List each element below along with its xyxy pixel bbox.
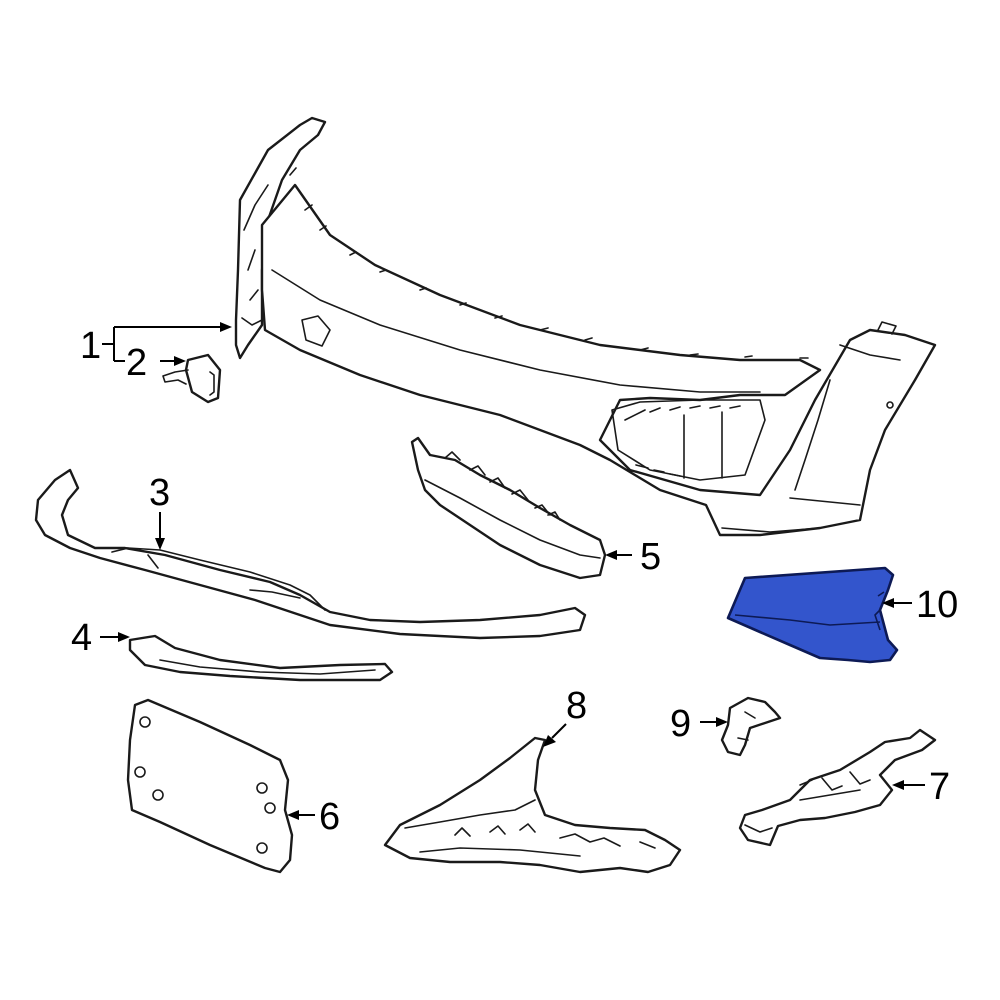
callout-8: 8 [566, 685, 587, 727]
part-8-support-bracket[interactable] [383, 736, 682, 874]
callout-4: 4 [71, 617, 92, 659]
part-2-sensor[interactable] [162, 353, 222, 404]
part-9-clip[interactable] [720, 696, 782, 757]
part-1-bumper-cover[interactable] [234, 116, 937, 537]
part-4-trim-strip[interactable] [128, 634, 394, 682]
callout-6: 6 [319, 796, 340, 838]
callout-9: 9 [670, 703, 691, 745]
part-7-side-bracket[interactable] [738, 728, 937, 847]
callout-labels: 1 2 3 4 5 6 7 8 9 10 [71, 325, 958, 838]
callout-2: 2 [126, 342, 147, 384]
callout-10: 10 [916, 584, 958, 626]
part-10-highlighted-cover[interactable] [726, 566, 899, 664]
callout-5: 5 [640, 536, 661, 578]
callout-1: 1 [80, 325, 101, 367]
callout-7: 7 [929, 766, 950, 808]
part-3-lower-valance[interactable] [34, 468, 587, 640]
part-5-deflector[interactable] [410, 436, 607, 580]
callout-3: 3 [149, 472, 170, 514]
part-6-license-bracket[interactable] [126, 698, 294, 874]
leader-lines [100, 322, 925, 820]
